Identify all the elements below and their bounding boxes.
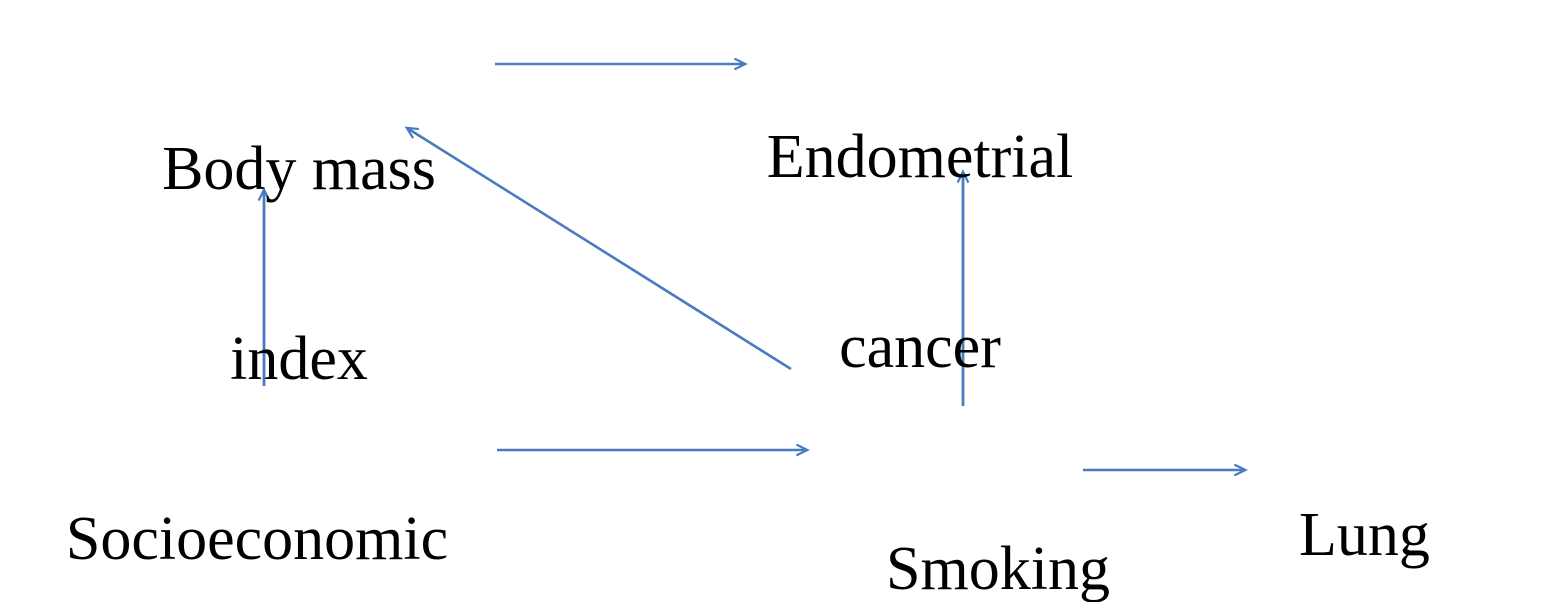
- node-endometrial-cancer-line-1: Endometrial: [766, 123, 1074, 192]
- node-endometrial-cancer-line-2: cancer: [839, 313, 1001, 382]
- node-smoking: Smoking: [868, 412, 1128, 602]
- node-endometrial-cancer: Endometrial cancer: [720, 0, 1120, 506]
- node-smoking-line-1: Smoking: [886, 535, 1110, 602]
- node-socioeconomic-status: Socioeconomic status: [57, 382, 457, 602]
- node-body-mass-index-line-2: index: [230, 325, 368, 394]
- node-lung-cancer: Lung Cancer: [1299, 378, 1549, 602]
- node-lung-cancer-line-1: Lung: [1299, 501, 1430, 570]
- node-socioeconomic-status-line-1: Socioeconomic: [65, 505, 449, 574]
- node-body-mass-index: Body mass index: [99, 12, 499, 518]
- node-body-mass-index-line-1: Body mass: [162, 135, 436, 204]
